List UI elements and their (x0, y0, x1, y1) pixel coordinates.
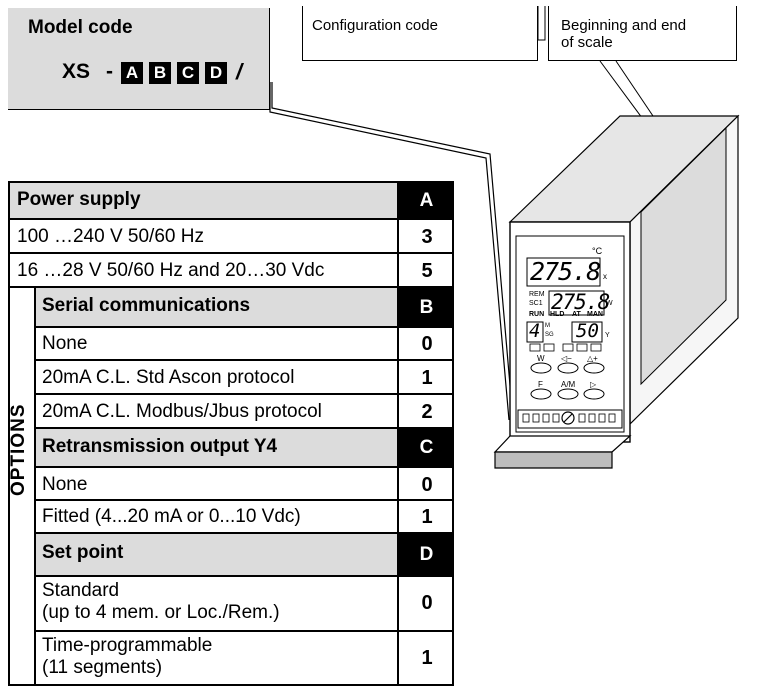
serial-comm-row-value: 1 (421, 367, 433, 389)
configuration-code-callout: Configuration code (302, 6, 538, 61)
model-code-box (8, 8, 270, 110)
device-label-m: M (545, 323, 550, 329)
device-display-step: 4 (529, 320, 541, 342)
model-code-prefix: XS (62, 60, 91, 83)
device-label-man: MAN (587, 311, 603, 318)
options-label: OPTIONS (8, 403, 29, 496)
device-label-sc1: SC1 (529, 300, 543, 307)
model-code-slash: / (236, 59, 243, 84)
device-label-x: x (603, 272, 607, 281)
serial-comm-row-label: 20mA C.L. Modbus/Jbus protocol (42, 401, 322, 422)
setpoint-row-label: Time-programmable (42, 635, 213, 656)
device-label-sg: SG (545, 332, 554, 338)
scale-callout: Beginning and end of scale (548, 6, 737, 61)
device-button-am-label: A/M (561, 380, 576, 389)
serial-code-header: B (399, 287, 454, 327)
serial-comm-row-value: 0 (421, 333, 433, 355)
retrans-code-header: C (399, 428, 454, 466)
serial-comm-title: Serial communications (42, 295, 251, 316)
setpoint-row-label-detail: (up to 4 mem. or Loc./Rem.) (42, 602, 280, 623)
device-button-plus-label: △+ (587, 354, 598, 363)
device-display-x: 275.8 (530, 257, 601, 286)
retransmission-row-label: Fitted (4...20 mA or 0...10 Vdc) (42, 506, 301, 527)
scale-label-line2: of scale (561, 34, 613, 51)
power-supply-row-value: 3 (421, 226, 433, 248)
retransmission-row-value: 0 (421, 474, 433, 496)
configuration-code-label: Configuration code (312, 17, 438, 34)
device-button-minus-label: ◁− (561, 354, 572, 363)
power-supply-code-header: A (399, 182, 454, 218)
power-supply-row-value: 5 (421, 260, 433, 282)
model-code-letter-d: D (205, 62, 227, 84)
device-label-y: Y (605, 332, 610, 339)
setpoint-header-bg (36, 533, 398, 575)
model-code-title: Model code (28, 17, 133, 38)
model-code-letter-a: A (121, 62, 143, 84)
setpoint-code-header: D (399, 533, 454, 575)
setpoint-title: Set point (42, 542, 124, 563)
device-display-w: 275.8 (551, 290, 610, 314)
device-label-rem: REM (529, 291, 545, 298)
device-label-w: W (606, 300, 613, 307)
power-supply-title: Power supply (17, 189, 141, 210)
device-display-y: 50 (576, 320, 599, 342)
power-supply-row-label: 100 …240 V 50/60 Hz (17, 226, 204, 247)
retrans-header-bg (36, 428, 398, 466)
device-label-run: RUN (529, 311, 545, 318)
retransmission-title: Retransmission output Y4 (42, 436, 278, 457)
serial-header-bg (36, 287, 398, 327)
setpoint-row-label-detail: (11 segments) (42, 657, 163, 678)
setpoint-row-label: Standard (42, 580, 120, 601)
device-button-next-label: ▷ (590, 380, 597, 389)
scale-label-line1: Beginning and end (561, 17, 687, 34)
power-supply-row-label: 16 …28 V 50/60 Hz and 20…30 Vdc (17, 260, 325, 281)
model-code-dash: - (106, 60, 113, 83)
serial-comm-row-value: 2 (421, 401, 433, 423)
model-code-letter-c: C (177, 62, 199, 84)
device-label-hld: HLD (550, 311, 565, 318)
model-code-letter-b: B (149, 62, 171, 84)
device-button-w-label: W (537, 354, 545, 363)
device-unit-label: °C (592, 246, 603, 256)
power-supply-header-bg (10, 182, 398, 218)
retransmission-row-value: 1 (421, 506, 433, 528)
setpoint-row-value: 1 (421, 647, 433, 669)
serial-comm-row-label: None (42, 333, 88, 354)
device-button-f-label: F (538, 380, 543, 389)
setpoint-row-value: 0 (421, 592, 433, 614)
device-label-at: AT (572, 311, 581, 318)
retransmission-row-label: None (42, 474, 88, 495)
serial-comm-row-label: 20mA C.L. Std Ascon protocol (42, 367, 295, 388)
